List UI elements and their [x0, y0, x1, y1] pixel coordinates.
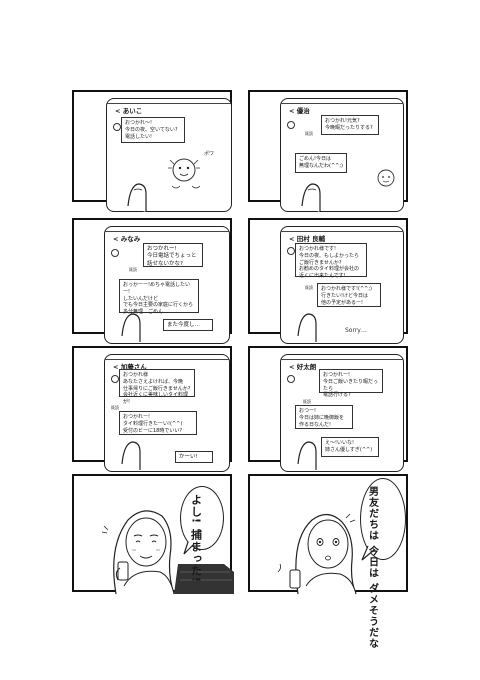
message-draft: また今度し… — [163, 319, 213, 331]
message-bubble-received: おつかれ様です! 今日の夜、もしよかったら ご飯行きませんか? お勧めのタイ料理… — [295, 243, 367, 279]
contact-name: < みなみ — [113, 235, 141, 243]
message-bubble-sent: おつかれー! タイ料理行きたーい!(^^) 受付のビーに18時でいい? — [119, 411, 197, 435]
message-bubble-sent: おつかれ!元気? 今晩暇だったりする? — [321, 115, 379, 135]
contact-name: < 好太朗 — [289, 363, 317, 371]
smartphone: < 優治 おつかれ!元気? 今晩暇だったりする? 既読 ごめん!今日は 無理なん… — [280, 98, 404, 212]
phone-status-bar — [105, 227, 229, 232]
smartphone: < 好太朗 おつかれー! 今日ご飯いきたり暇だったら 電話行ける? 既読 おつー… — [280, 354, 404, 472]
cute-sticker-character — [168, 158, 201, 189]
thumb-hand — [127, 183, 147, 212]
message-bubble-sent: おつかれ様です!(^^;) 行きたい!けど今日は 他の予定があるー! — [317, 283, 381, 307]
speech-text: よし! 捕まった! — [189, 494, 203, 583]
phone-status-bar — [105, 355, 229, 360]
thumb-hand — [297, 313, 317, 342]
contact-name: < あいこ — [115, 107, 143, 115]
phone-status-bar — [281, 227, 403, 232]
comic-panel-5: < 加藤さん おつかれ様 あなたさえよければ、今晩 仕事帰りにご飯行きませんか?… — [72, 346, 232, 472]
comic-panel-8: 男友だちは 今日は ダメそうだな — [248, 474, 408, 649]
contact-avatar — [287, 375, 295, 383]
message-bubble-sent: え〜!いいな! 姉さん優しすぎ(^^) — [321, 437, 379, 457]
phone-status-bar — [281, 355, 403, 360]
contact-name: < 優治 — [289, 107, 310, 115]
phone-status-bar — [107, 99, 231, 104]
comic-panel-2: < 優治 おつかれ!元気? 今晩暇だったりする? 既読 ごめん!今日は 無理なん… — [248, 90, 408, 212]
read-receipt: 既読 — [305, 131, 313, 136]
sorry-sticker-text: Sorry… — [345, 327, 367, 334]
comic-panel-3: < みなみ おつかれー! 今日電話でちょっと 話せないかな? 既読 おっかーー!… — [72, 218, 232, 344]
comic-panel-1: < あいこ おつかれ〜! 今日の夜、空いてない? 電話したい! ポワ — [72, 90, 232, 212]
message-bubble-received: おっかーー!めちゃ電話したいー! したいんだけど でも今日主要の家庭に行くから … — [119, 279, 199, 315]
message-bubble-received: おつかれ〜! 今日の夜、空いてない? 電話したい! — [121, 117, 185, 143]
thumb-hand — [121, 313, 141, 342]
speech-balloon — [180, 486, 224, 550]
smartphone: < あいこ おつかれ〜! 今日の夜、空いてない? 電話したい! — [106, 98, 232, 212]
speech-text: 男友だちは 今日は ダメそうだな — [366, 486, 378, 649]
phone-status-bar — [281, 99, 403, 104]
sticker-sfx: ポワ — [204, 151, 215, 157]
message-bubble-sent: おつかれー! 今日電話でちょっと 話せないかな? — [143, 243, 203, 267]
speech-balloon-tail — [183, 541, 195, 555]
woman-thinking-illustration — [277, 513, 357, 595]
message-bubble-sent: おつかれー! 今日ご飯いきたり暇だったら 電話行ける? — [319, 369, 383, 398]
message-bubble-received: おつかれ様 あなたさえよければ、今晩 仕事帰りにご飯行きませんか? 会社近くに美… — [119, 369, 195, 405]
comic-panel-7: よし! 捕まった! — [72, 474, 234, 595]
contact-avatar — [287, 247, 295, 255]
message-draft: かーい! — [175, 451, 213, 463]
message-bubble-received: おつー! 今日は姉に晩御飯を 作る日なんだ! — [295, 405, 353, 429]
speech-balloon-tail — [361, 545, 375, 561]
contact-avatar — [287, 121, 295, 129]
read-receipt: 既読 — [111, 405, 119, 410]
read-receipt: 既読 — [303, 399, 311, 404]
contact-name: < 加藤さん — [113, 363, 147, 371]
contact-avatar — [111, 375, 119, 383]
comic-panel-4: < 田村 良輔 おつかれ様です! 今日の夜、もしよかったら ご飯行きませんか? … — [248, 218, 408, 344]
comic-panel-6: < 好太朗 おつかれー! 今日ご飯いきたり暇だったら 電話行ける? 既読 おつー… — [248, 346, 408, 472]
read-receipt: 既読 — [129, 267, 137, 272]
contact-avatar — [113, 123, 121, 131]
thumb-hand — [121, 441, 141, 470]
thumb-hand — [301, 183, 321, 212]
message-bubble-received: ごめん!今日は 無理なんだわ(^^;) — [295, 153, 347, 173]
thumb-hand — [297, 441, 317, 470]
contact-name: < 田村 良輔 — [289, 235, 325, 243]
sticker-character — [377, 169, 395, 187]
read-receipt: 既読 — [305, 285, 313, 290]
contact-avatar — [111, 249, 119, 257]
woman-smiling-illustration — [101, 510, 234, 595]
